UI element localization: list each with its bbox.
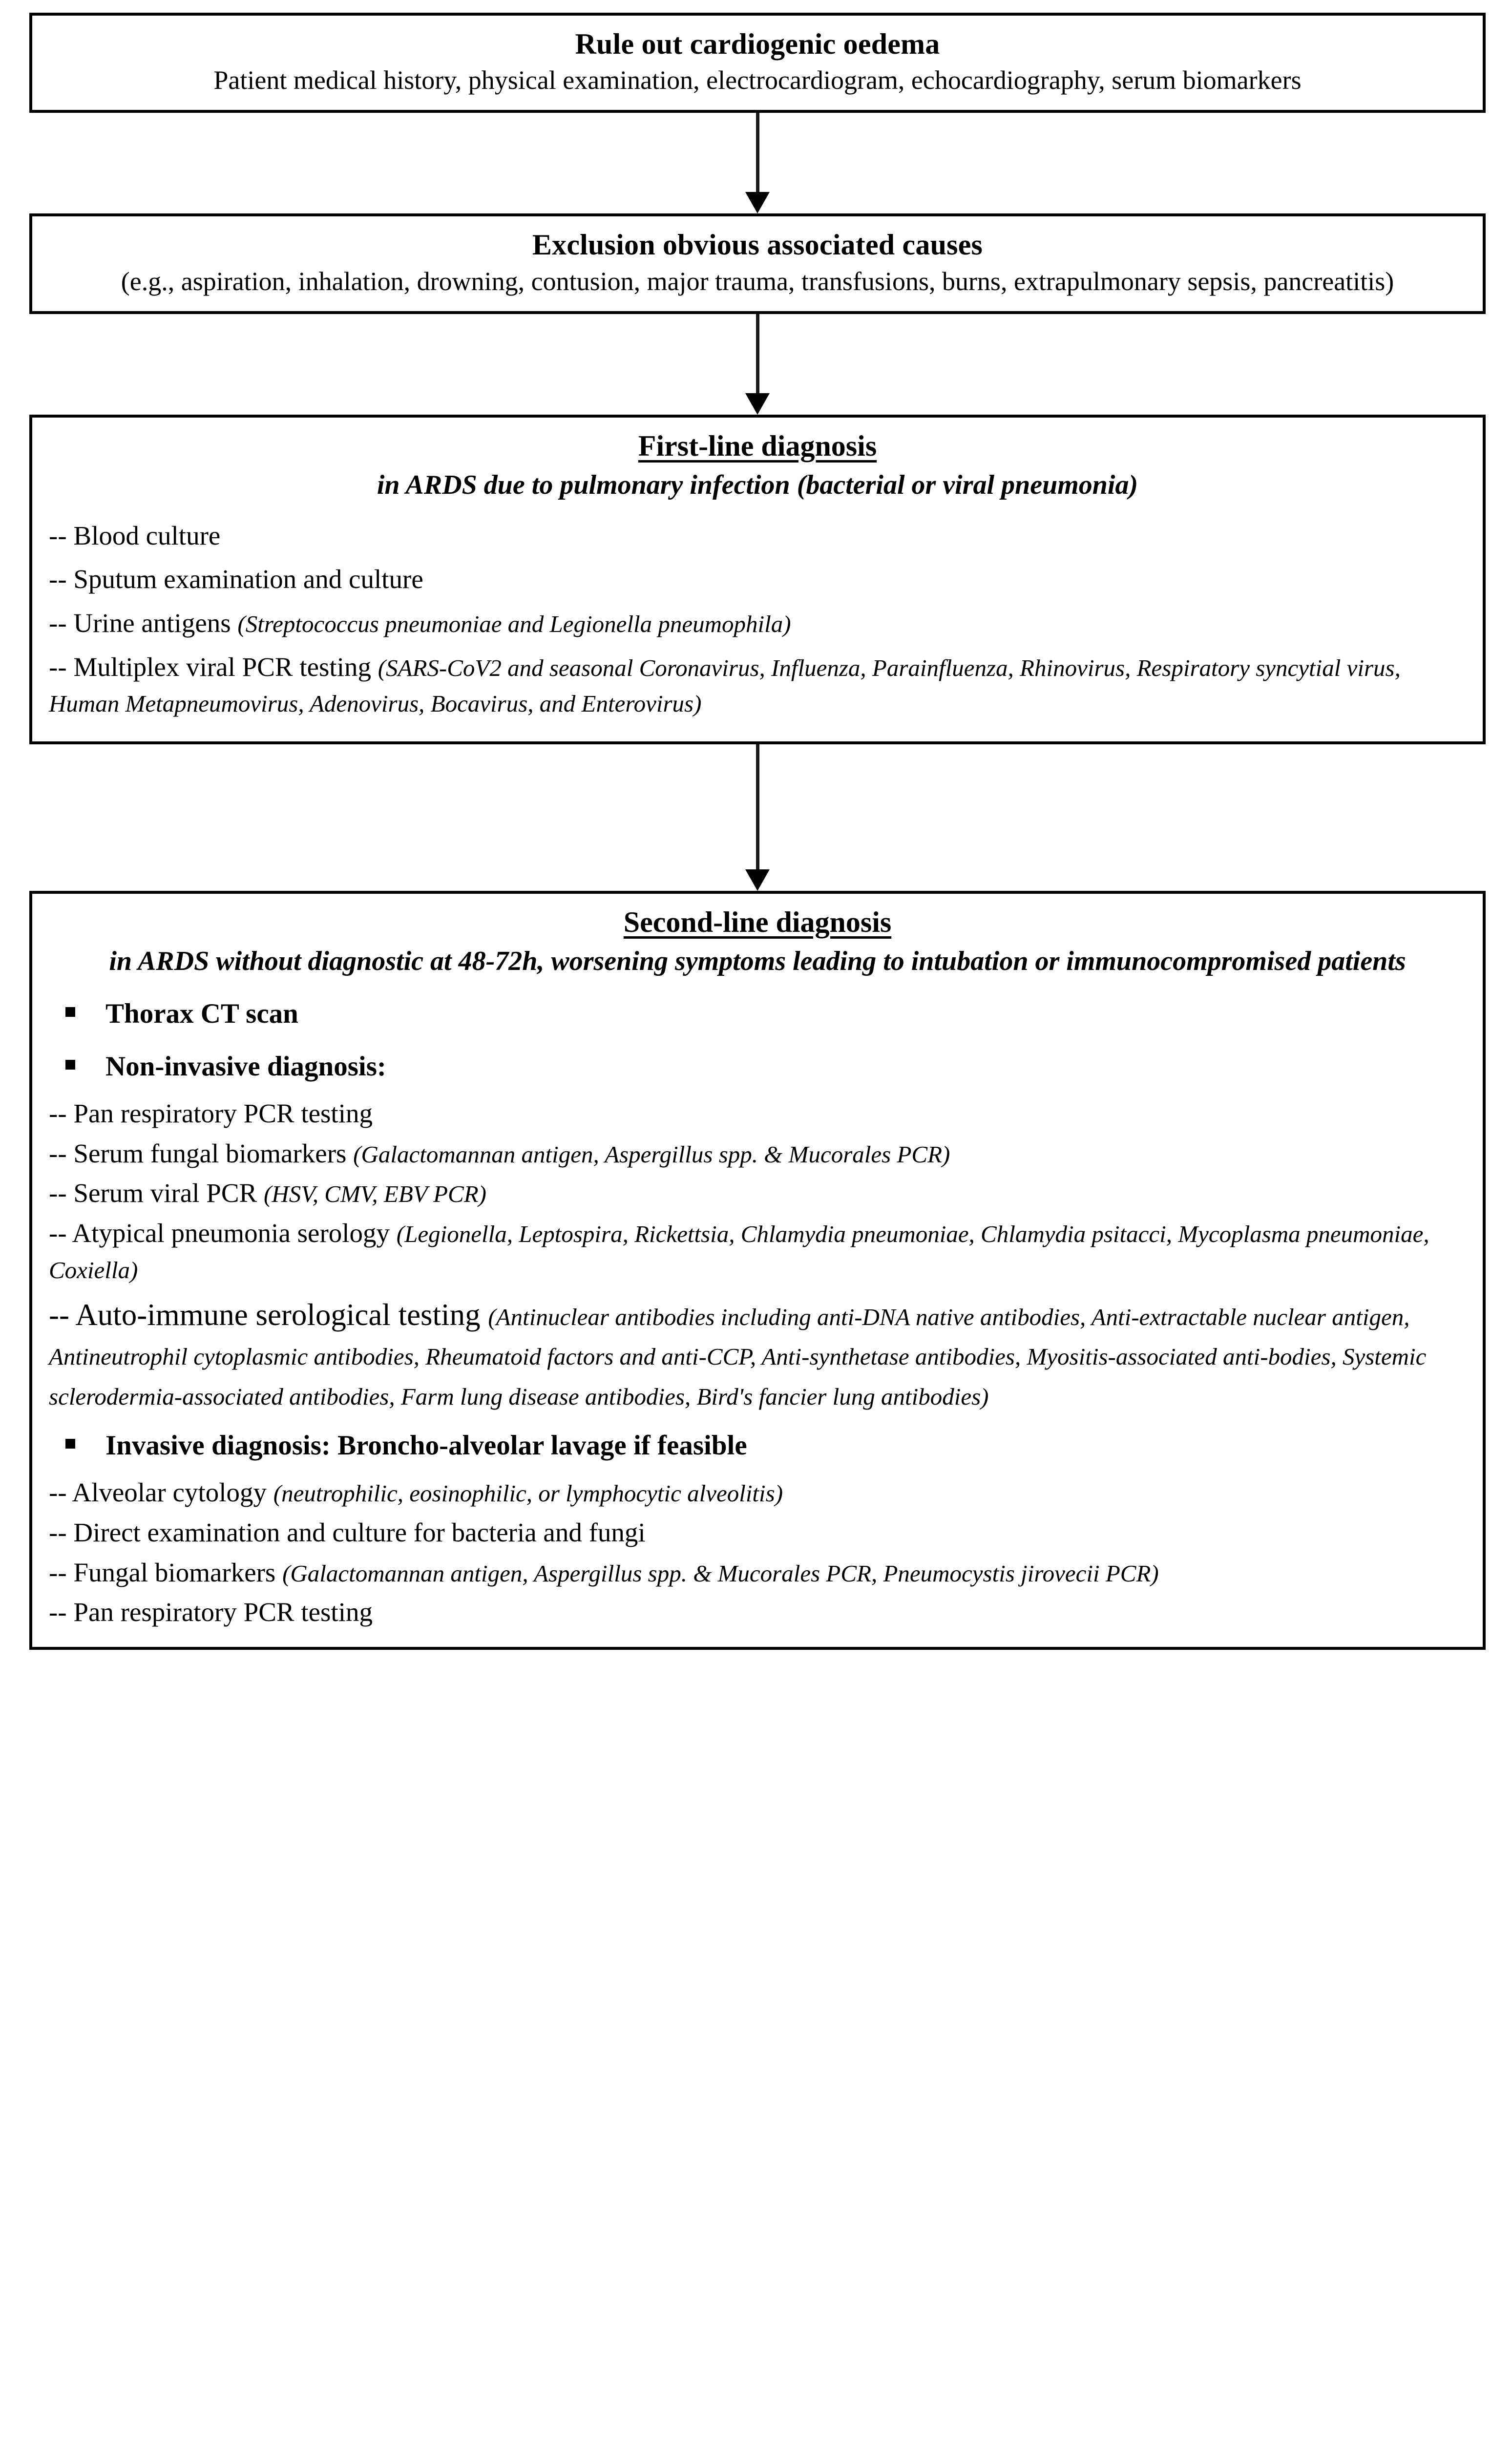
item-marker: -- bbox=[49, 1557, 67, 1587]
section-label: Invasive diagnosis: Broncho-alveolar lav… bbox=[105, 1430, 747, 1461]
section-label: Thorax CT scan bbox=[105, 998, 298, 1029]
item-text: Fungal biomarkers bbox=[73, 1557, 276, 1587]
box4-heading: Second-line diagnosis bbox=[623, 906, 892, 939]
item-text: Auto-immune serological testing bbox=[75, 1297, 481, 1332]
arrow-head-icon bbox=[745, 393, 770, 415]
box-second-line-diagnosis: Second-line diagnosis in ARDS without di… bbox=[29, 891, 1486, 1650]
arrow-shaft bbox=[756, 744, 759, 873]
box3-item-list: -- Blood culture -- Sputum examination a… bbox=[49, 518, 1466, 721]
list-item: -- Pan respiratory PCR testing bbox=[49, 1594, 1466, 1630]
item-text: Direct examination and culture for bacte… bbox=[73, 1517, 646, 1547]
list-item: -- Alveolar cytology (neutrophilic, eosi… bbox=[49, 1474, 1466, 1511]
square-bullet-icon bbox=[65, 1060, 75, 1070]
list-item: -- Serum fungal biomarkers (Galactomanna… bbox=[49, 1136, 1466, 1172]
box-exclusion-obvious-associated-causes: Exclusion obvious associated causes (e.g… bbox=[29, 213, 1486, 314]
list-item-auto-immune: -- Auto-immune serological testing (Anti… bbox=[49, 1295, 1466, 1415]
item-text: Pan respiratory PCR testing bbox=[73, 1098, 373, 1129]
box-first-line-diagnosis: First-line diagnosis in ARDS due to pulm… bbox=[29, 414, 1486, 745]
item-detail: (Antinuclear antibodies including anti-D… bbox=[49, 1303, 1427, 1410]
item-detail: (HSV, CMV, EBV PCR) bbox=[263, 1180, 486, 1208]
list-item: -- Direct examination and culture for ba… bbox=[49, 1515, 1466, 1551]
list-item: -- Multiplex viral PCR testing (SARS-CoV… bbox=[49, 649, 1466, 721]
box2-heading: Exclusion obvious associated causes bbox=[532, 229, 983, 261]
square-bullet-icon bbox=[65, 1439, 75, 1449]
item-detail: (Legionella, Leptospira, Rickettsia, Chl… bbox=[49, 1221, 1429, 1284]
list-item: -- Serum viral PCR (HSV, CMV, EBV PCR) bbox=[49, 1175, 1466, 1211]
list-item: -- Fungal biomarkers (Galactomannan anti… bbox=[49, 1555, 1466, 1591]
box3-subtitle: in ARDS due to pulmonary infection (bact… bbox=[377, 469, 1138, 500]
box-rule-out-cardiogenic-oedema: Rule out cardiogenic oedema Patient medi… bbox=[29, 13, 1486, 113]
box4-subtitle: in ARDS without diagnostic at 48-72h, wo… bbox=[109, 946, 1406, 977]
item-marker: -- bbox=[49, 1297, 69, 1332]
section-heading-thorax-ct-scan: Thorax CT scan bbox=[49, 996, 1466, 1032]
arrow-head-icon bbox=[745, 192, 770, 214]
item-detail: (SARS-CoV2 and seasonal Coronavirus, Inf… bbox=[49, 654, 1401, 717]
item-detail: (Galactomannan antigen, Aspergillus spp.… bbox=[353, 1140, 950, 1168]
item-text: Serum viral PCR bbox=[73, 1178, 257, 1208]
section-heading-invasive-diagnosis: Invasive diagnosis: Broncho-alveolar lav… bbox=[49, 1428, 1466, 1464]
item-text: Pan respiratory PCR testing bbox=[73, 1597, 373, 1627]
item-text: Alveolar cytology bbox=[72, 1477, 267, 1508]
box1-subtitle: Patient medical history, physical examin… bbox=[213, 65, 1302, 95]
non-invasive-item-list: -- Pan respiratory PCR testing -- Serum … bbox=[49, 1095, 1466, 1415]
flowchart: Rule out cardiogenic oedema Patient medi… bbox=[29, 13, 1486, 1650]
list-item: -- Urine antigens (Streptococcus pneumon… bbox=[49, 605, 1466, 641]
item-marker: -- bbox=[49, 1517, 67, 1547]
list-item: -- Blood culture bbox=[49, 518, 1466, 554]
connector-arrow-2 bbox=[29, 314, 1486, 415]
connector-arrow-3 bbox=[29, 744, 1486, 891]
arrow-shaft bbox=[756, 314, 759, 396]
item-detail: (Streptococcus pneumoniae and Legionella… bbox=[237, 610, 791, 637]
item-text: Blood culture bbox=[73, 520, 221, 550]
item-marker: -- bbox=[49, 1178, 67, 1208]
item-marker: -- bbox=[49, 1597, 67, 1627]
item-text: Urine antigens bbox=[73, 608, 231, 638]
box3-heading: First-line diagnosis bbox=[638, 429, 877, 462]
list-item: -- Pan respiratory PCR testing bbox=[49, 1095, 1466, 1132]
item-text: Multiplex viral PCR testing bbox=[73, 652, 371, 682]
section-label: Non-invasive diagnosis: bbox=[105, 1051, 386, 1082]
invasive-item-list: -- Alveolar cytology (neutrophilic, eosi… bbox=[49, 1474, 1466, 1630]
arrow-head-icon bbox=[745, 869, 770, 891]
list-item: -- Atypical pneumonia serology (Legionel… bbox=[49, 1215, 1466, 1287]
item-marker: -- bbox=[49, 1477, 67, 1508]
item-marker: -- bbox=[49, 652, 67, 682]
item-detail: (neutrophilic, eosinophilic, or lymphocy… bbox=[273, 1480, 783, 1507]
square-bullet-icon bbox=[65, 1007, 75, 1017]
item-text: Atypical pneumonia serology bbox=[72, 1218, 390, 1248]
item-marker: -- bbox=[49, 1218, 67, 1248]
item-marker: -- bbox=[49, 608, 67, 638]
item-marker: -- bbox=[49, 1098, 67, 1129]
box2-subtitle: (e.g., aspiration, inhalation, drowning,… bbox=[121, 266, 1394, 296]
list-item: -- Sputum examination and culture bbox=[49, 561, 1466, 597]
item-marker: -- bbox=[49, 520, 67, 550]
item-detail: (Galactomannan antigen, Aspergillus spp.… bbox=[282, 1559, 1159, 1587]
item-marker: -- bbox=[49, 1138, 67, 1168]
item-marker: -- bbox=[49, 564, 67, 594]
item-text: Serum fungal biomarkers bbox=[73, 1138, 347, 1168]
box1-heading: Rule out cardiogenic oedema bbox=[575, 28, 940, 60]
section-heading-non-invasive-diagnosis: Non-invasive diagnosis: bbox=[49, 1049, 1466, 1085]
arrow-shaft bbox=[756, 113, 759, 195]
connector-arrow-1 bbox=[29, 113, 1486, 214]
item-text: Sputum examination and culture bbox=[73, 564, 423, 594]
